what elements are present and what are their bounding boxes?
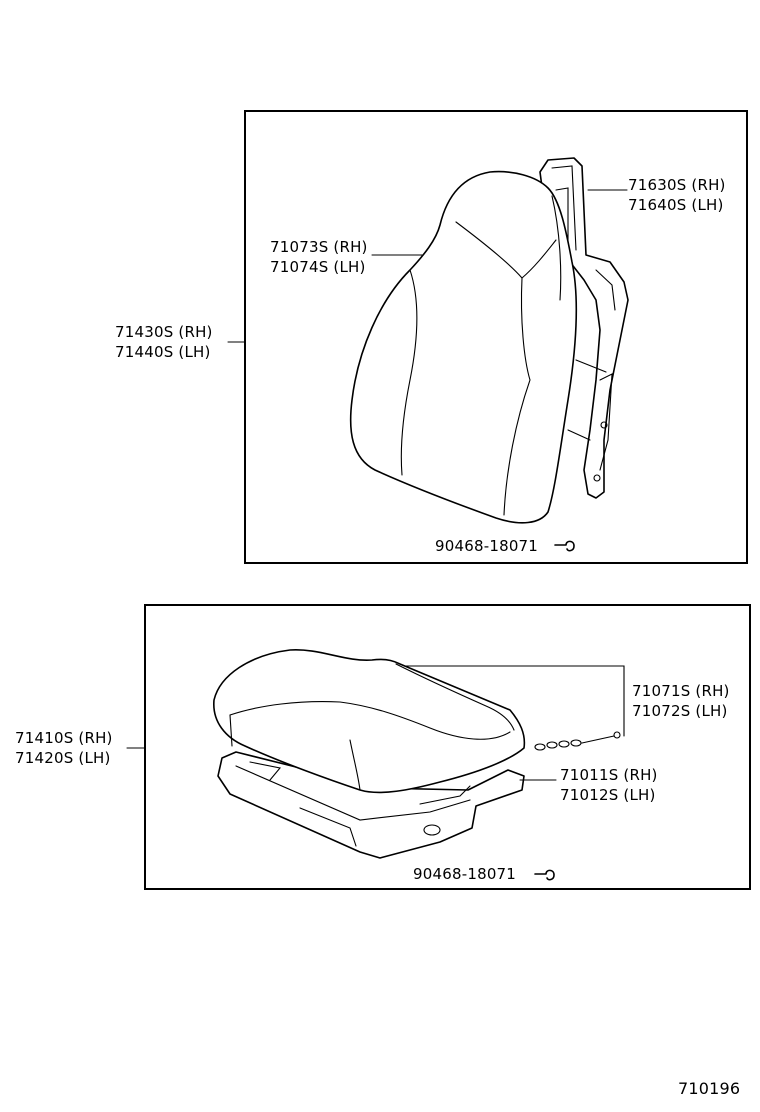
seatback-assembly-label: 71430S (RH) 71440S (LH) <box>115 322 213 362</box>
cushion-group-box <box>144 604 751 890</box>
cushion-cover-rh: 71071S (RH) <box>632 682 730 700</box>
seatback-assembly-rh: 71430S (RH) <box>115 323 213 341</box>
upper-clip-label: 90468-18071 <box>435 537 539 555</box>
lower-clip-label: 90468-18071 <box>413 865 517 883</box>
seatback-cover-label: 71073S (RH) 71074S (LH) <box>270 237 368 277</box>
diagram-id: 710196 <box>678 1079 741 1098</box>
cushion-assembly-lh: 71420S (LH) <box>15 749 111 767</box>
cushion-assembly-rh: 71410S (RH) <box>15 729 113 747</box>
cushion-cover-lh: 71072S (LH) <box>632 702 728 720</box>
seatback-frame-lh: 71640S (LH) <box>628 196 724 214</box>
cushion-assembly-label: 71410S (RH) 71420S (LH) <box>15 728 113 768</box>
seatback-cover-rh: 71073S (RH) <box>270 238 368 256</box>
fastener-drawing <box>534 731 621 751</box>
seatback-frame-label: 71630S (RH) 71640S (LH) <box>628 175 726 215</box>
clip-symbol-lower <box>534 869 555 881</box>
seatback-group-box <box>244 110 748 564</box>
cushion-frame-label: 71011S (RH) 71012S (LH) <box>560 765 658 805</box>
seatback-cover-drawing <box>349 170 578 524</box>
cushion-frame-drawing <box>217 751 525 859</box>
cushion-cover-drawing <box>213 649 526 794</box>
cushion-frame-lh: 71012S (LH) <box>560 786 656 804</box>
clip-symbol-upper <box>554 540 575 552</box>
cushion-frame-rh: 71011S (RH) <box>560 766 658 784</box>
cushion-cover-label: 71071S (RH) 71072S (LH) <box>632 681 730 721</box>
seatback-frame-rh: 71630S (RH) <box>628 176 726 194</box>
seatback-assembly-lh: 71440S (LH) <box>115 343 211 361</box>
seatback-cover-lh: 71074S (LH) <box>270 258 366 276</box>
